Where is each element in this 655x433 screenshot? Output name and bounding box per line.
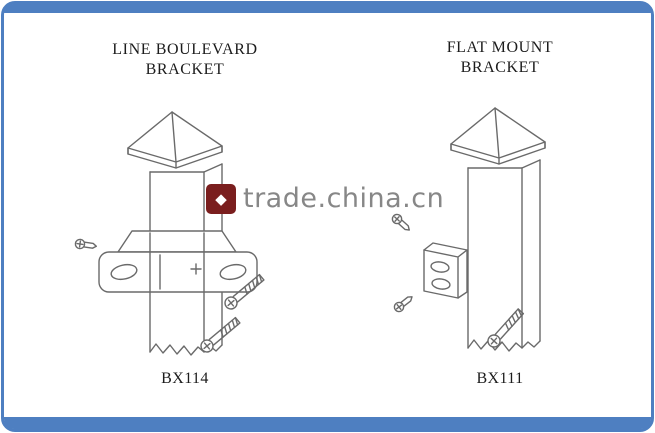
machine-screw xyxy=(74,238,98,252)
boulevard-bracket xyxy=(98,230,258,293)
screw-top xyxy=(389,211,414,235)
post xyxy=(467,159,541,352)
red-square-logo-icon: ◆ xyxy=(206,183,236,214)
left-diagram-title: LINE BOULEVARD BRACKET xyxy=(75,40,295,80)
post-cap xyxy=(450,107,546,165)
watermark-text: trade.china.cn xyxy=(243,183,445,214)
right-part-number: BX111 xyxy=(476,370,524,387)
right-title-line2: BRACKET xyxy=(460,59,540,76)
watermark: ◆ trade.china.cn xyxy=(206,183,444,214)
frame-top-bar xyxy=(4,4,651,13)
left-title-line1: LINE BOULEVARD xyxy=(112,41,258,58)
right-title-line1: FLAT MOUNT xyxy=(446,39,554,56)
carriage-bolt-lower xyxy=(197,314,243,356)
post-cap xyxy=(127,111,223,169)
carriage-bolt xyxy=(484,306,526,351)
flat-mount-diagram xyxy=(389,107,546,352)
break-line xyxy=(467,339,541,352)
right-diagram-title: FLAT MOUNT BRACKET xyxy=(393,38,607,78)
left-title-line2: BRACKET xyxy=(145,61,225,78)
flat-mount-bracket xyxy=(423,242,468,299)
left-part-number: BX114 xyxy=(161,370,209,387)
line-boulevard-diagram xyxy=(74,111,267,356)
screw-middle xyxy=(391,292,416,315)
frame-bottom-bar xyxy=(4,417,651,429)
center-mark xyxy=(190,263,202,275)
